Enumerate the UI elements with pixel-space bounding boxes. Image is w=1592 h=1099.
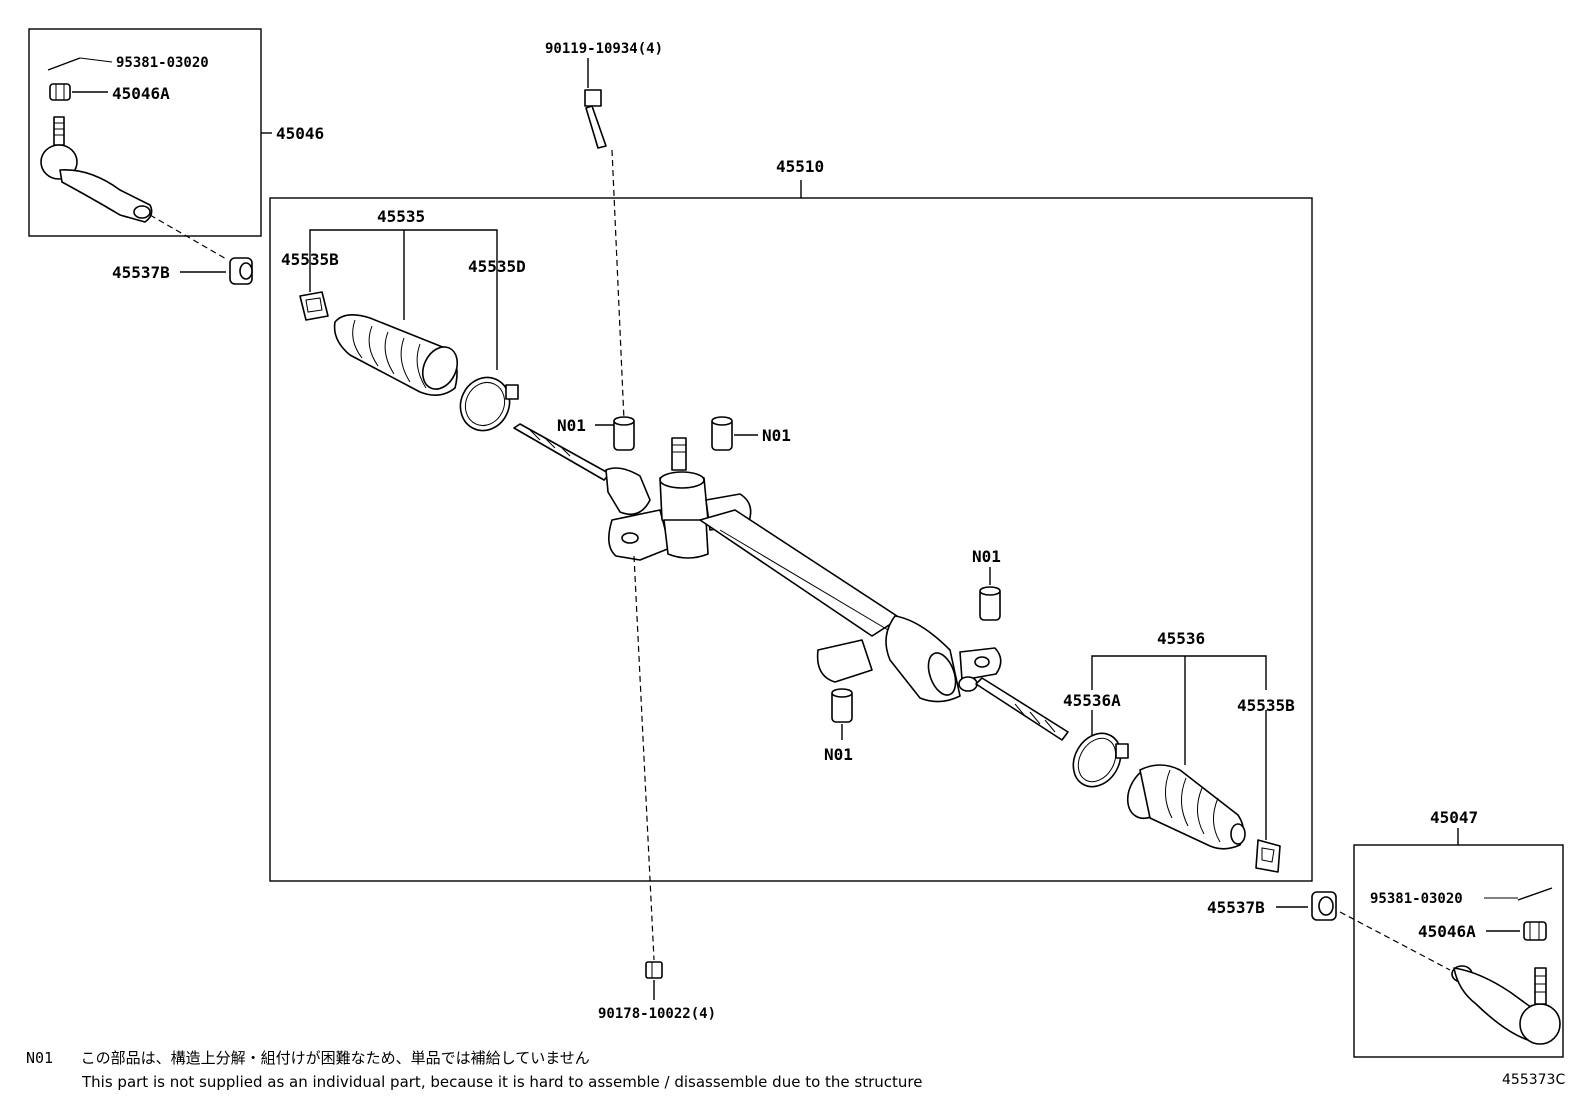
label-45535D: 45535D (468, 257, 526, 276)
clamp-45536A (1072, 732, 1129, 788)
label-45536: 45536 (1157, 629, 1205, 648)
footnote-code: N01 (26, 1049, 54, 1067)
footnote-english: This part is not supplied as an individu… (82, 1073, 923, 1091)
box-45510 (269, 197, 1313, 882)
bushing-n01-a (613, 416, 635, 451)
label-n01-b: N01 (762, 426, 791, 445)
label-n01-d: N01 (824, 745, 853, 764)
label-45510: 45510 (776, 157, 824, 176)
label-90119: 90119-10934(4) (545, 41, 663, 57)
bushing-45537B-right (1311, 891, 1337, 921)
clip-45535B-left (299, 291, 329, 321)
footnote-japanese-line: N01 この部品は、構造上分解・組付けが困難なため、単品では補給していません (26, 1047, 590, 1068)
bolt-90119 (584, 89, 607, 149)
bushing-n01-d (831, 688, 853, 723)
boot-45535-left (333, 314, 459, 396)
label-45047: 45047 (1430, 808, 1478, 827)
tie-rod-end-left (40, 116, 153, 223)
bushing-n01-c (979, 586, 1001, 621)
label-90178: 90178-10022(4) (598, 1006, 716, 1022)
label-45046A-left: 45046A (112, 84, 170, 103)
label-45046: 45046 (276, 124, 324, 143)
box-45047 (1353, 844, 1564, 1058)
label-95381-right: 95381-03020 (1370, 891, 1463, 907)
steering-rack (513, 423, 1069, 741)
label-95381-left: 95381-03020 (116, 55, 209, 71)
label-45535: 45535 (377, 207, 425, 226)
boot-45536-right (1126, 764, 1246, 850)
clamp-45535D (459, 376, 519, 432)
label-45537B-left: 45537B (112, 263, 170, 282)
label-45535B-right: 45535B (1237, 696, 1295, 715)
clip-45535B-right (1255, 839, 1281, 873)
label-45536A: 45536A (1063, 691, 1121, 710)
label-n01-a: N01 (557, 416, 586, 435)
nut-90178 (645, 961, 663, 979)
label-45046A-right: 45046A (1418, 922, 1476, 941)
footnote-japanese: この部品は、構造上分解・組付けが困難なため、単品では補給していません (80, 1049, 590, 1067)
diagram-id: 455373C (1502, 1072, 1566, 1088)
nut-45046A-left (49, 83, 71, 101)
label-45535B-left: 45535B (281, 250, 339, 269)
tie-rod-end-right (1451, 965, 1561, 1045)
nut-45046A-right (1523, 921, 1547, 941)
label-n01-c: N01 (972, 547, 1001, 566)
bushing-45537B-left (229, 257, 253, 285)
bushing-n01-b (711, 416, 733, 451)
label-45537B-right: 45537B (1207, 898, 1265, 917)
